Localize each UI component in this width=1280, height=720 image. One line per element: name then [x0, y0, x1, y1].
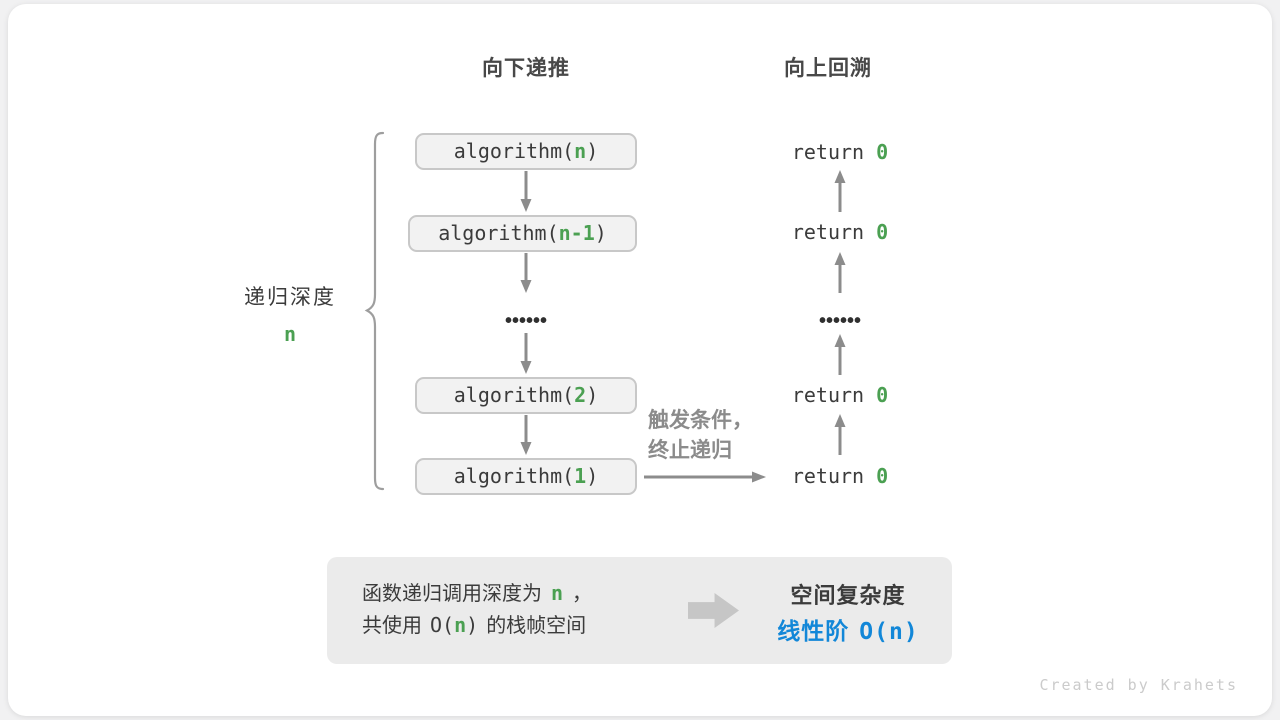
depth-value: n: [283, 322, 297, 346]
summary-text: ，: [572, 583, 593, 605]
big-o-close: ): [466, 613, 479, 637]
depth-label: 递归深度: [244, 286, 336, 309]
base-case-note-line2: 终止递归: [648, 439, 732, 462]
result-value: 线性阶 O(n): [742, 612, 954, 646]
arrow-right-icon: [644, 471, 766, 483]
base-case-note-line1: 触发条件，: [648, 409, 753, 432]
call-arg: n: [574, 139, 587, 163]
return-keyword: return: [791, 220, 865, 244]
arrow-up-icon: [834, 414, 846, 455]
summary-n: n: [551, 581, 564, 605]
result-big-o: O(n): [859, 619, 919, 645]
call-text: ): [586, 464, 599, 488]
ellipsis-right: ••••••: [818, 310, 861, 332]
return-statement: return 0: [760, 140, 920, 164]
call-box-n-1: algorithm(n-1): [408, 215, 637, 252]
call-text: algorithm(: [453, 464, 575, 488]
call-text: algorithm(: [453, 383, 575, 407]
depth-brace-icon: [364, 131, 385, 491]
arrow-up-icon: [834, 334, 846, 375]
call-box-n: algorithm(n): [415, 133, 637, 170]
return-value: 0: [876, 140, 889, 164]
big-o-expression: O(n): [430, 613, 478, 637]
return-statement: return 0: [760, 464, 920, 488]
summary-line-2: 共使用 O(n) 的栈帧空间: [362, 612, 586, 639]
summary-text: 函数递归调用深度为: [362, 583, 542, 605]
header-recurse-down: 向下递推: [482, 57, 570, 80]
result-title: 空间复杂度: [790, 583, 906, 608]
call-box-1: algorithm(1): [415, 458, 637, 495]
call-text: ): [586, 383, 599, 407]
call-text: algorithm(: [453, 139, 575, 163]
call-arg: n-1: [558, 221, 595, 245]
summary-text: 的栈帧空间: [486, 615, 587, 637]
arrow-down-icon: [520, 415, 532, 455]
summary-line-1: 函数递归调用深度为 n ，: [362, 580, 592, 607]
return-keyword: return: [791, 383, 865, 407]
summary-text: 共使用: [362, 615, 422, 637]
call-text: ): [594, 221, 607, 245]
return-statement: return 0: [760, 383, 920, 407]
call-box-2: algorithm(2): [415, 377, 637, 414]
result-label: 线性阶: [777, 618, 850, 644]
arrow-up-icon: [834, 252, 846, 293]
big-o-open: O(: [430, 613, 455, 637]
arrow-down-icon: [520, 253, 532, 293]
call-text: ): [586, 139, 599, 163]
arrow-down-icon: [520, 171, 532, 212]
arrow-up-icon: [834, 170, 846, 212]
return-keyword: return: [791, 140, 865, 164]
ellipsis-left: ••••••: [504, 310, 547, 332]
call-arg: 2: [574, 383, 587, 407]
return-value: 0: [876, 464, 889, 488]
summary-n: n: [454, 613, 467, 637]
return-statement: return 0: [760, 220, 920, 244]
return-value: 0: [876, 220, 889, 244]
header-backtrack-up: 向上回溯: [784, 57, 872, 80]
return-keyword: return: [791, 464, 865, 488]
call-arg: 1: [574, 464, 587, 488]
watermark: Created by Krahets: [1039, 676, 1238, 694]
return-value: 0: [876, 383, 889, 407]
summary-panel: [327, 557, 952, 664]
call-text: algorithm(: [438, 221, 559, 245]
arrow-down-icon: [520, 333, 532, 374]
